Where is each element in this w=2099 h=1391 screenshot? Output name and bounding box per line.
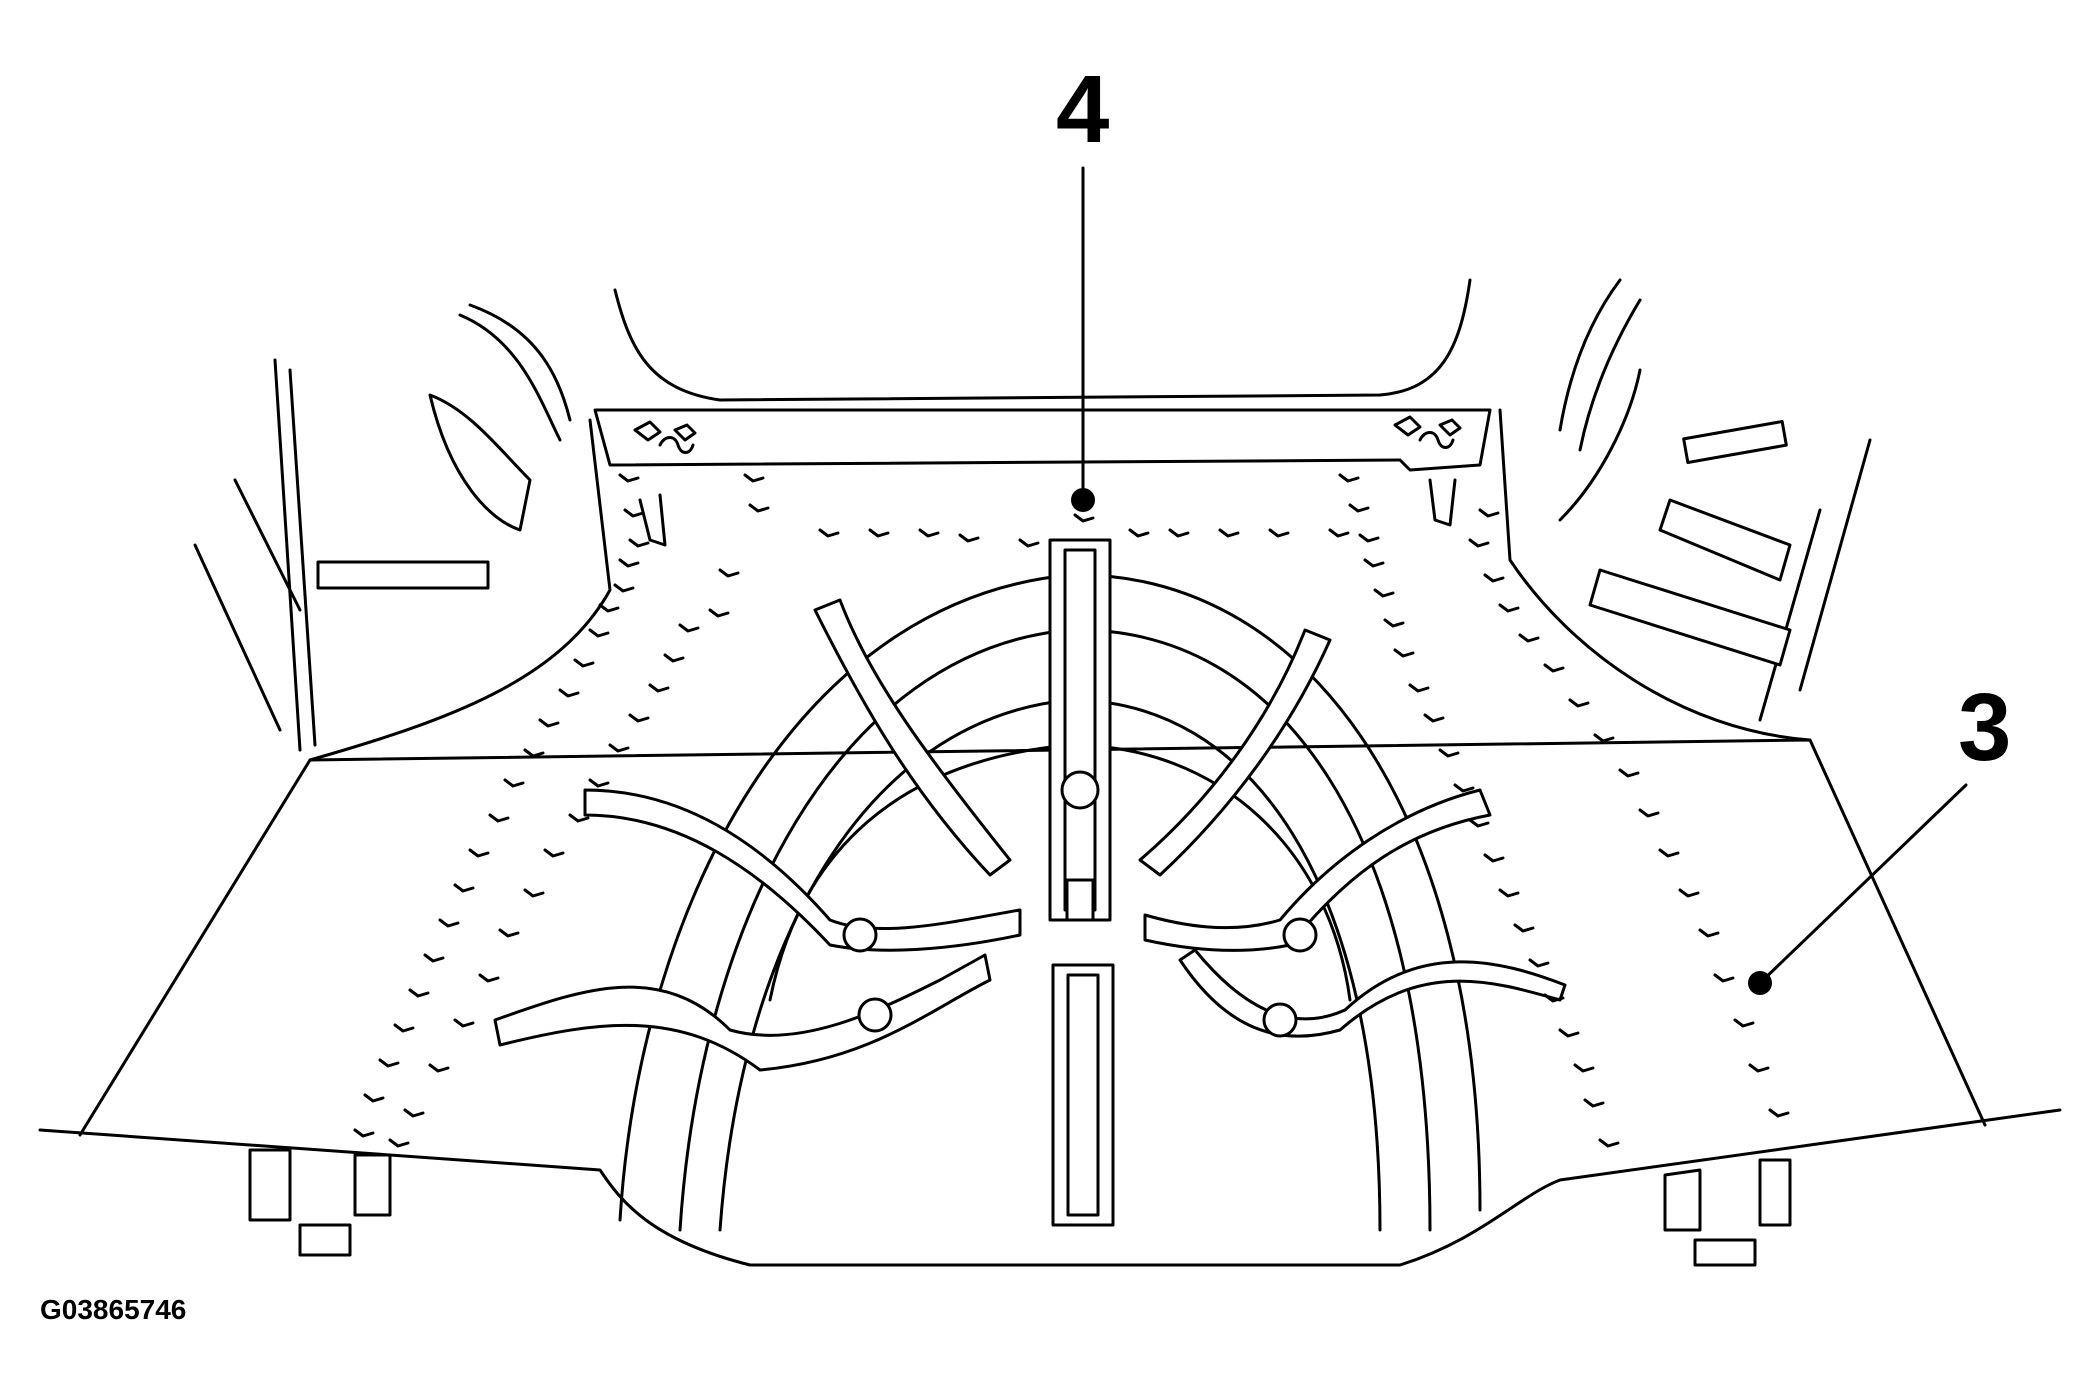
center-channel: [1048, 538, 1115, 1227]
leader-line-4: [1071, 166, 1095, 512]
rear-crossmember: [593, 278, 1492, 547]
callout-label-3: 3: [1958, 674, 2012, 781]
figure-id: G03865746: [40, 1294, 187, 1325]
left-wheelhouse: [316, 303, 572, 590]
spare-tire-brackets: [493, 598, 1567, 1072]
callout-label-4: 4: [1056, 56, 1110, 163]
stud-rows: [353, 473, 1790, 1148]
right-wheelhouse: [1558, 278, 1792, 667]
leader-line-3: [1748, 783, 1968, 995]
floor-pan-outline: [38, 358, 2062, 1267]
rear-supports: [248, 1148, 1792, 1267]
